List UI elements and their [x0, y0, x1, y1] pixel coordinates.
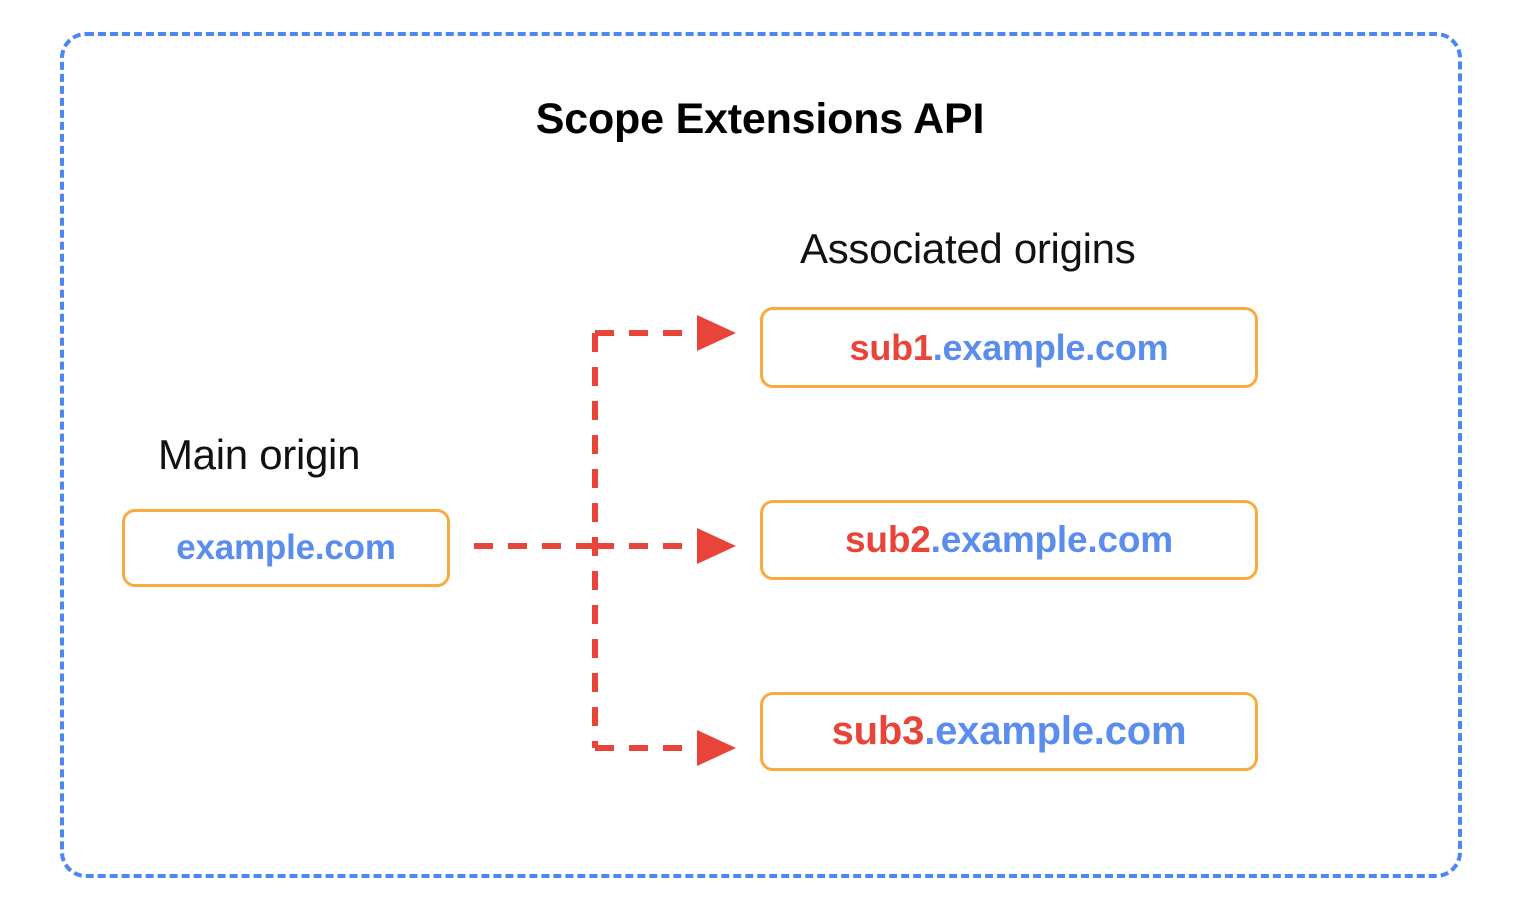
- main-origin-label: Main origin: [158, 431, 361, 478]
- origin-subdomain-sub1: sub1: [849, 326, 933, 368]
- origin-box-sub2[interactable]: sub2.example.com: [760, 500, 1258, 580]
- origin-domain-sub2: .example.com: [930, 519, 1174, 560]
- associated-origins-label: Associated origins: [800, 225, 1136, 272]
- origin-box-sub1[interactable]: sub1.example.com: [760, 307, 1258, 388]
- origin-domain-sub1: .example.com: [932, 326, 1169, 368]
- origin-box-main[interactable]: example.com: [122, 509, 450, 587]
- origin-domain-sub3: .example.com: [924, 709, 1187, 753]
- origin-subdomain-sub3: sub3: [831, 709, 925, 753]
- scope-extensions-frame: [60, 32, 1462, 878]
- origin-box-sub3[interactable]: sub3.example.com: [760, 692, 1258, 771]
- origin-domain-main: example.com: [176, 528, 396, 567]
- page-title: Scope Extensions API: [535, 95, 985, 143]
- origin-subdomain-sub2: sub2: [845, 519, 931, 560]
